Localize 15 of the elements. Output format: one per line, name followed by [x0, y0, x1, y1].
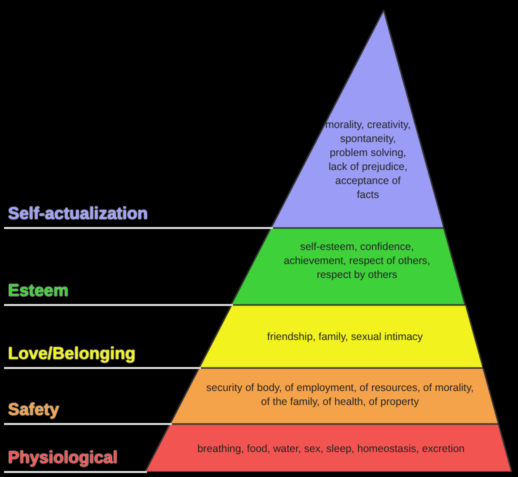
level-description: security of body, of employment, of resources, of morality, of the family, of health, of property — [205, 381, 475, 409]
level-description: self-esteem, confidence, achievement, respect of others, respect by others — [282, 240, 432, 282]
level-description: friendship, family, sexual intimacy — [266, 330, 424, 344]
level-name: Esteem — [8, 281, 68, 301]
level-name: Physiological — [8, 448, 118, 468]
level-name: Safety — [8, 400, 60, 420]
level-description: morality, creativity, spontaneity, problem solving, lack of prejudice, acceptance of facts — [324, 118, 412, 202]
level-name: Self-actualization — [8, 204, 148, 224]
pyramid-level — [271, 10, 444, 228]
pyramid-level — [231, 228, 466, 305]
pyramid-level — [170, 368, 499, 424]
pyramid-level — [145, 424, 512, 472]
level-description: breathing, food, water, sex, sleep, homeostasis, excretion — [196, 442, 466, 456]
pyramid-level — [198, 305, 484, 368]
level-name: Love/Belonging — [8, 344, 136, 364]
